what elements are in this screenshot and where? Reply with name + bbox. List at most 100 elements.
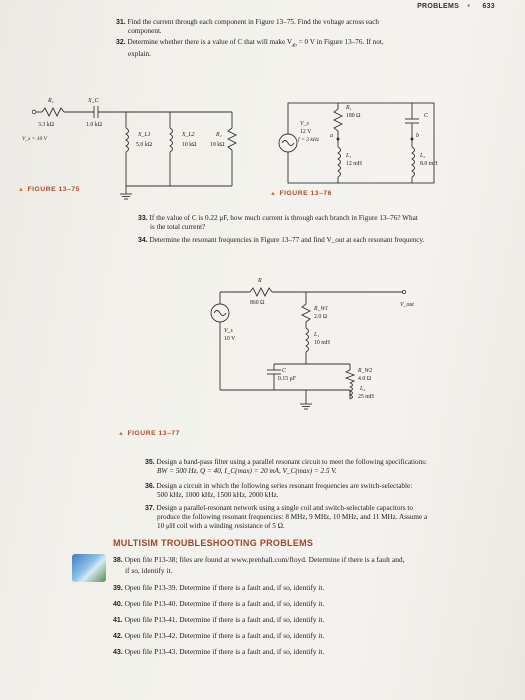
figure-caption: FIGURE 13–75 bbox=[27, 186, 80, 193]
multisim-section-title: MULTISIM TROUBLESHOOTING PROBLEMS bbox=[113, 538, 314, 548]
vout-label: V_out bbox=[400, 302, 414, 308]
problem-text: Open file P13-43. Determine if there is … bbox=[124, 647, 325, 656]
l2-label: L₂ bbox=[419, 153, 425, 159]
l1-value: 12 mH bbox=[346, 161, 363, 167]
r1-label: R₁ bbox=[345, 105, 352, 111]
l2-label: L₂ bbox=[359, 386, 365, 392]
problem-text: produce the following resonant frequenci… bbox=[157, 513, 428, 521]
r-label: R bbox=[257, 278, 262, 284]
figure-13-76-label: ▲FIGURE 13–76 bbox=[270, 190, 332, 197]
r1-label: R₁ bbox=[47, 98, 54, 104]
xc-value: 1.0 kΩ bbox=[86, 122, 103, 128]
l1-label: L₁ bbox=[313, 332, 319, 338]
problem-text: Design a circuit in which the following … bbox=[156, 482, 413, 490]
vs-label: V_s = 10 V bbox=[22, 136, 48, 142]
problem-35: 35. Design a band-pass filter using a pa… bbox=[145, 458, 505, 476]
r2-label: R₂ bbox=[215, 132, 222, 138]
xl2-label: X_L2 bbox=[181, 132, 195, 138]
problem-number: 42. bbox=[113, 633, 123, 640]
l2-value: 8.0 mH bbox=[420, 161, 438, 167]
rw1-label: R_W1 bbox=[313, 306, 328, 312]
problem-text: Open file P13-41. Determine if there is … bbox=[124, 615, 325, 624]
problem-text: Determine the resonant frequencies in Fi… bbox=[149, 236, 425, 244]
page-number: 633 bbox=[482, 3, 495, 10]
r-value: 860 Ω bbox=[250, 300, 265, 306]
problem-text: Open file P13-39. Determine if there is … bbox=[124, 583, 325, 592]
r2-value: 10 kΩ bbox=[210, 142, 225, 148]
problem-number: 32. bbox=[116, 39, 126, 46]
c-label: C bbox=[424, 113, 429, 119]
problem-36: 36. Design a circuit in which the follow… bbox=[145, 482, 505, 500]
problem-text: Open file P13-40. Determine if there is … bbox=[124, 599, 325, 608]
problem-31: 31. Find the current through each compon… bbox=[116, 18, 476, 36]
problem-number: 35. bbox=[145, 459, 155, 466]
problem-text: BW = 500 Hz, Q = 40, I_C(max) = 20 mA, V… bbox=[157, 467, 337, 475]
rw2-label: R_W2 bbox=[357, 368, 372, 374]
figure-13-76-circuit: R₁ 180 Ω C V_s 12 V f = 3 kHz a b L₁ 12 … bbox=[278, 102, 438, 184]
problem-41: 41. Open file P13-41. Determine if there… bbox=[113, 615, 503, 625]
problem-number: 43. bbox=[113, 649, 123, 656]
problem-text: = 0 V in Figure 13–76. If not, bbox=[296, 38, 384, 46]
node-a: a bbox=[330, 133, 333, 139]
problem-number: 37. bbox=[145, 505, 155, 512]
problem-37: 37. Design a parallel-resonant network u… bbox=[145, 504, 505, 531]
l1-label: L₁ bbox=[345, 153, 351, 159]
c-value: 0.15 μF bbox=[278, 376, 297, 382]
problem-number: 34. bbox=[138, 237, 148, 244]
problem-40: 40. Open file P13-40. Determine if there… bbox=[113, 599, 503, 609]
problem-number: 39. bbox=[113, 585, 123, 592]
vs-value: 12 V bbox=[300, 129, 312, 135]
page-header: PROBLEMS • 633 bbox=[417, 3, 495, 10]
multisim-logo-icon bbox=[72, 554, 106, 582]
problem-38: 38. Open file P13-38; files are found at… bbox=[113, 555, 503, 576]
problem-number: 40. bbox=[113, 601, 123, 608]
r1-value: 180 Ω bbox=[346, 113, 361, 119]
c-label: C bbox=[282, 368, 286, 374]
vs-label: V_s bbox=[300, 121, 309, 127]
problem-text: Design a parallel-resonant network using… bbox=[156, 504, 413, 512]
node-b: b bbox=[416, 133, 419, 139]
problem-39: 39. Open file P13-39. Determine if there… bbox=[113, 583, 503, 593]
figure-caption: FIGURE 13–77 bbox=[127, 430, 180, 437]
problem-text: Find the current through each component … bbox=[127, 18, 380, 26]
problem-32: 32. Determine whether there is a value o… bbox=[116, 38, 476, 59]
problem-text: Determine whether there is a value of C … bbox=[127, 38, 293, 46]
problem-33: 33. If the value of C is 0.22 μF, how mu… bbox=[138, 214, 493, 232]
figure-13-75-label: ▲FIGURE 13–75 bbox=[18, 186, 80, 193]
figure-13-77-circuit: R 860 Ω R_W1 2.0 Ω L₁ 10 mH V_out V_s 10… bbox=[210, 278, 414, 410]
problem-text: Open file P13-38; files are found at www… bbox=[124, 555, 405, 564]
problem-text: is the total current? bbox=[150, 223, 206, 231]
l2-value: 25 mH bbox=[358, 394, 375, 400]
figure-13-77-label: ▲FIGURE 13–77 bbox=[118, 430, 180, 437]
vs-label: V_s bbox=[224, 328, 233, 334]
subscript: ab bbox=[292, 43, 297, 49]
section-title: PROBLEMS bbox=[417, 3, 460, 10]
problem-34: 34. Determine the resonant frequencies i… bbox=[138, 236, 508, 245]
problem-text: component. bbox=[128, 27, 162, 35]
figure-caption: FIGURE 13–76 bbox=[279, 190, 332, 197]
problem-text: Design a band-pass filter using a parall… bbox=[156, 458, 427, 466]
problem-number: 31. bbox=[116, 19, 126, 26]
problem-text: Open file P13-42. Determine if there is … bbox=[124, 631, 325, 640]
rw2-value: 4.0 Ω bbox=[358, 376, 372, 382]
freq-label: f = 3 kHz bbox=[298, 136, 320, 143]
problem-42: 42. Open file P13-42. Determine if there… bbox=[113, 631, 503, 641]
xl1-label: X_L1 bbox=[137, 132, 151, 138]
problem-number: 38. bbox=[113, 557, 123, 564]
xl2-value: 10 kΩ bbox=[182, 142, 197, 148]
problem-text: if so, identify it. bbox=[125, 566, 173, 575]
l1-value: 10 mH bbox=[314, 340, 331, 346]
problem-text: If the value of C is 0.22 μF, how much c… bbox=[149, 214, 418, 222]
problem-number: 33. bbox=[138, 215, 148, 222]
header-bullet: • bbox=[467, 3, 471, 10]
problem-43: 43. Open file P13-43. Determine if there… bbox=[113, 647, 503, 657]
problem-number: 36. bbox=[145, 483, 155, 490]
problem-number: 41. bbox=[113, 617, 123, 624]
problem-text: 10 μH coil with a winding resistance of … bbox=[157, 522, 285, 530]
problem-text: explain. bbox=[128, 50, 151, 59]
problem-text: 500 kHz, 1000 kHz, 1500 kHz, 2000 kHz. bbox=[157, 491, 279, 499]
figure-13-75-circuit: R₁ X_C 3.3 kΩ 1.0 kΩ V_s = 10 V X_L1 5.0… bbox=[22, 98, 238, 200]
r1-value: 3.3 kΩ bbox=[38, 122, 55, 128]
xl1-value: 5.0 kΩ bbox=[136, 142, 153, 148]
